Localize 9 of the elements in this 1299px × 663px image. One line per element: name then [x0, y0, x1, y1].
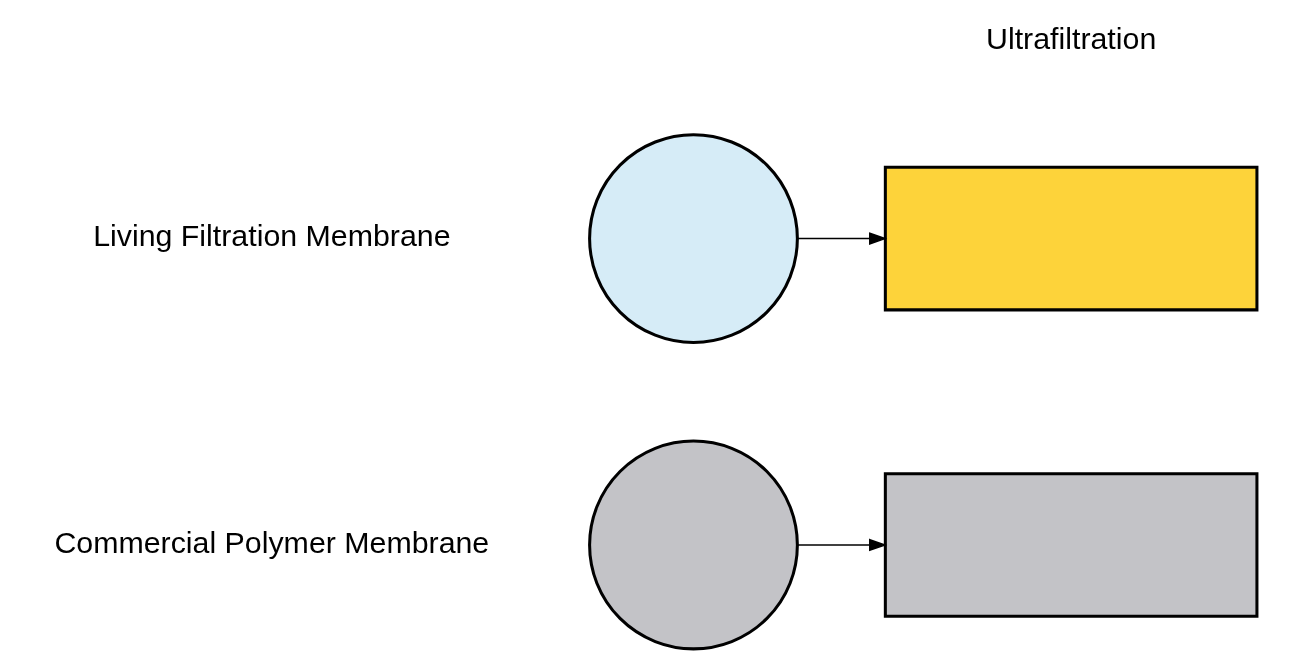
label: Living Filtration Membrane [93, 219, 451, 253]
arrow [797, 538, 888, 552]
label: Commercial Polymer Membrane [54, 525, 490, 559]
label: Ultrafiltration [986, 22, 1157, 56]
node-box [883, 165, 1259, 312]
node-circle [588, 439, 799, 651]
node-circle [588, 133, 799, 344]
arrow [797, 232, 888, 245]
node-box [883, 472, 1259, 618]
